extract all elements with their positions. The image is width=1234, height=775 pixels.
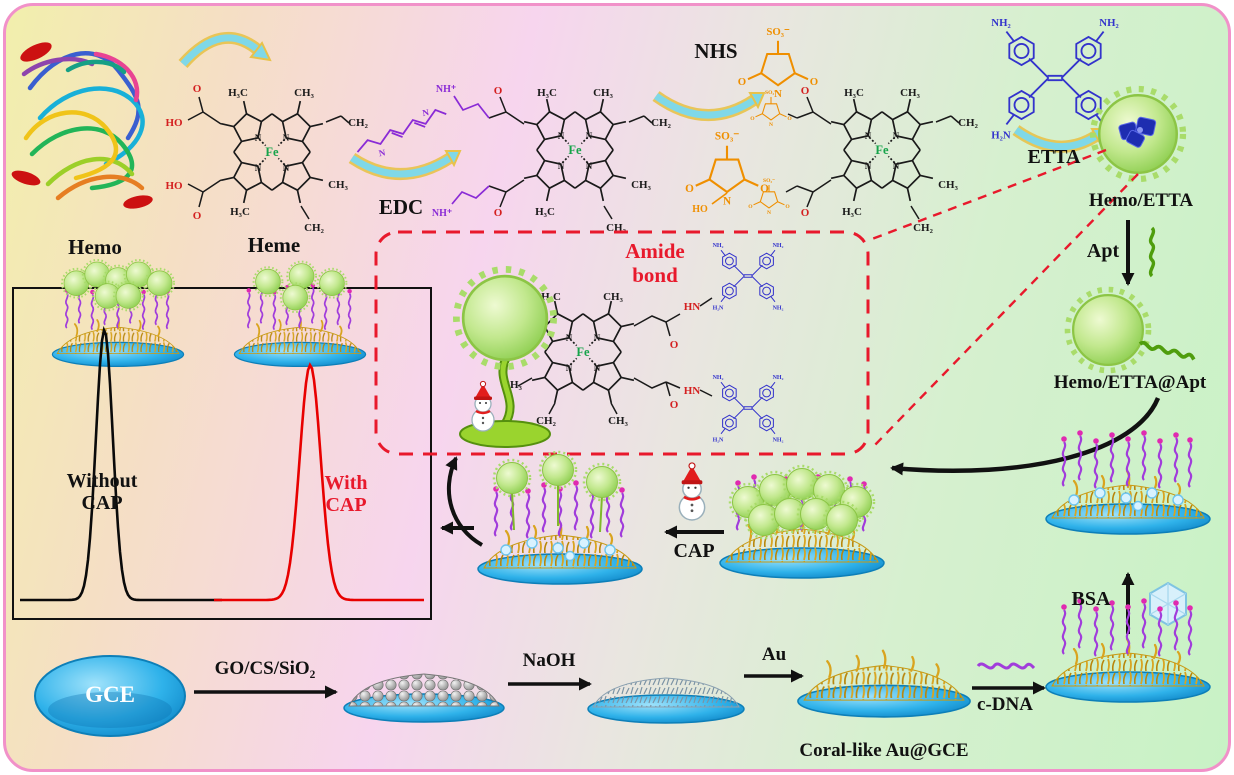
label-au: Au — [761, 644, 787, 665]
hydroxyl-label: HO — [692, 204, 708, 215]
label-etta: ETTA — [1027, 146, 1081, 168]
ester-o-label: O — [801, 85, 810, 97]
released-complex-tree — [456, 269, 553, 448]
amide-nh-label: HN — [684, 385, 701, 397]
label-hemo: Hemo — [68, 235, 122, 259]
label-coral-au-gce: Coral-like Au@GCE — [799, 740, 969, 761]
assembly-curved-arrow — [890, 397, 1161, 476]
methyl-label: H₃C — [844, 87, 864, 99]
release-curved-arrow — [445, 456, 484, 547]
ester-o-label: O — [494, 85, 503, 97]
vinyl-label: CH₂ — [348, 117, 369, 129]
methyl-label: CH₃ — [294, 87, 315, 99]
label-bsa: BSA — [1071, 588, 1111, 610]
amide-o-label: O — [670, 399, 679, 411]
acid-label: O — [193, 83, 202, 95]
hemoglobin-crystals — [1118, 116, 1157, 148]
amide-bond-callout-box — [374, 230, 870, 456]
acid-label: HO — [165, 180, 183, 192]
hemo-etta-apt-sphere — [1068, 290, 1197, 371]
label-cdna: c-DNA — [977, 694, 1033, 715]
peak-with-cap — [214, 362, 424, 602]
bsa-molecule — [1149, 581, 1187, 627]
peak-without-cap — [20, 325, 222, 602]
electrode-after-cap — [476, 450, 644, 586]
coral-au-gce-electrode — [796, 649, 972, 719]
methyl-label: CH₃ — [938, 179, 959, 191]
label-hemo-etta: Hemo/ETTA — [1088, 190, 1194, 211]
dpv-peaks-chart — [20, 325, 424, 602]
cdna-squiggle — [976, 662, 1036, 670]
hemoglobin-protein-ribbon — [11, 42, 153, 209]
label-amide-bond: Amide bond — [625, 239, 685, 287]
callout-dashed-lines — [871, 148, 1139, 449]
heme-structure: H₃C CH₃ CH₂ CH₃ CH₂ H₃C HO O HO O — [165, 83, 368, 234]
vinyl-label: CH₂ — [651, 117, 672, 129]
isourea-label: NH⁺ — [436, 84, 456, 95]
methyl-label: H₃C — [537, 87, 557, 99]
methyl-label: CH₃ — [631, 179, 652, 191]
electrode-with-hemo-etta-apt — [718, 464, 886, 580]
gce-electrode — [34, 655, 186, 737]
bottom-step-arrows — [194, 669, 1046, 699]
label-go-cs-sio2: GO/CS/SiO₂ — [214, 658, 316, 679]
vinyl-label: CH₂ — [304, 222, 325, 234]
methyl-label: H₃C — [228, 87, 248, 99]
methyl-label: H₃C — [535, 206, 555, 218]
aptamer-squiggle — [1148, 226, 1156, 278]
isourea-label: NH⁺ — [432, 208, 452, 219]
label-apt: Apt — [1086, 240, 1120, 262]
sulfo-nhs-molecule: HO — [684, 129, 771, 215]
reaction-swoosh-arrows — [178, 31, 1108, 180]
vinyl-label: CH₂ — [536, 415, 557, 427]
label-cap: CAP — [673, 540, 715, 562]
label-naoh: NaOH — [522, 650, 576, 671]
vinyl-label: CH₂ — [913, 222, 934, 234]
methyl-label: CH₃ — [603, 291, 624, 303]
acid-label: HO — [165, 117, 183, 129]
label-without-cap: Without CAP — [66, 470, 138, 515]
ester-o-label: O — [801, 207, 810, 219]
methyl-label: CH₃ — [593, 87, 614, 99]
nhs-ester-heme: O O H₃C CH₃ CH₂ CH₃ CH₂ H₃C — [747, 85, 979, 234]
amide-nh-label: HN — [684, 301, 701, 313]
methyl-label: CH₃ — [328, 179, 349, 191]
label-with-cap: With CAP — [324, 472, 368, 517]
amide-o-label: O — [670, 339, 679, 351]
label-hemo-etta-apt: Hemo/ETTA@Apt — [1053, 372, 1207, 393]
methyl-label: CH₃ — [608, 415, 629, 427]
vinyl-label: CH₂ — [958, 117, 979, 129]
label-nhs: NHS — [694, 39, 738, 63]
label-gce: GCE — [85, 682, 135, 707]
methyl-label: H₃C — [842, 206, 862, 218]
cap-snowman-icon — [677, 461, 707, 522]
hemo-etta-sphere — [1093, 89, 1183, 179]
methyl-label: CH₃ — [900, 87, 921, 99]
edc-activated-heme: O O NH⁺ NH⁺ H₃C CH₃ CH₂ CH₃ CH₂ H₃C — [432, 84, 672, 234]
label-edc: EDC — [378, 195, 424, 219]
methyl-label: H₃C — [230, 206, 250, 218]
electrode-bsa-blocked — [1044, 430, 1212, 536]
acid-label: O — [193, 210, 202, 222]
label-heme: Heme — [247, 233, 301, 257]
ester-o-label: O — [494, 207, 503, 219]
